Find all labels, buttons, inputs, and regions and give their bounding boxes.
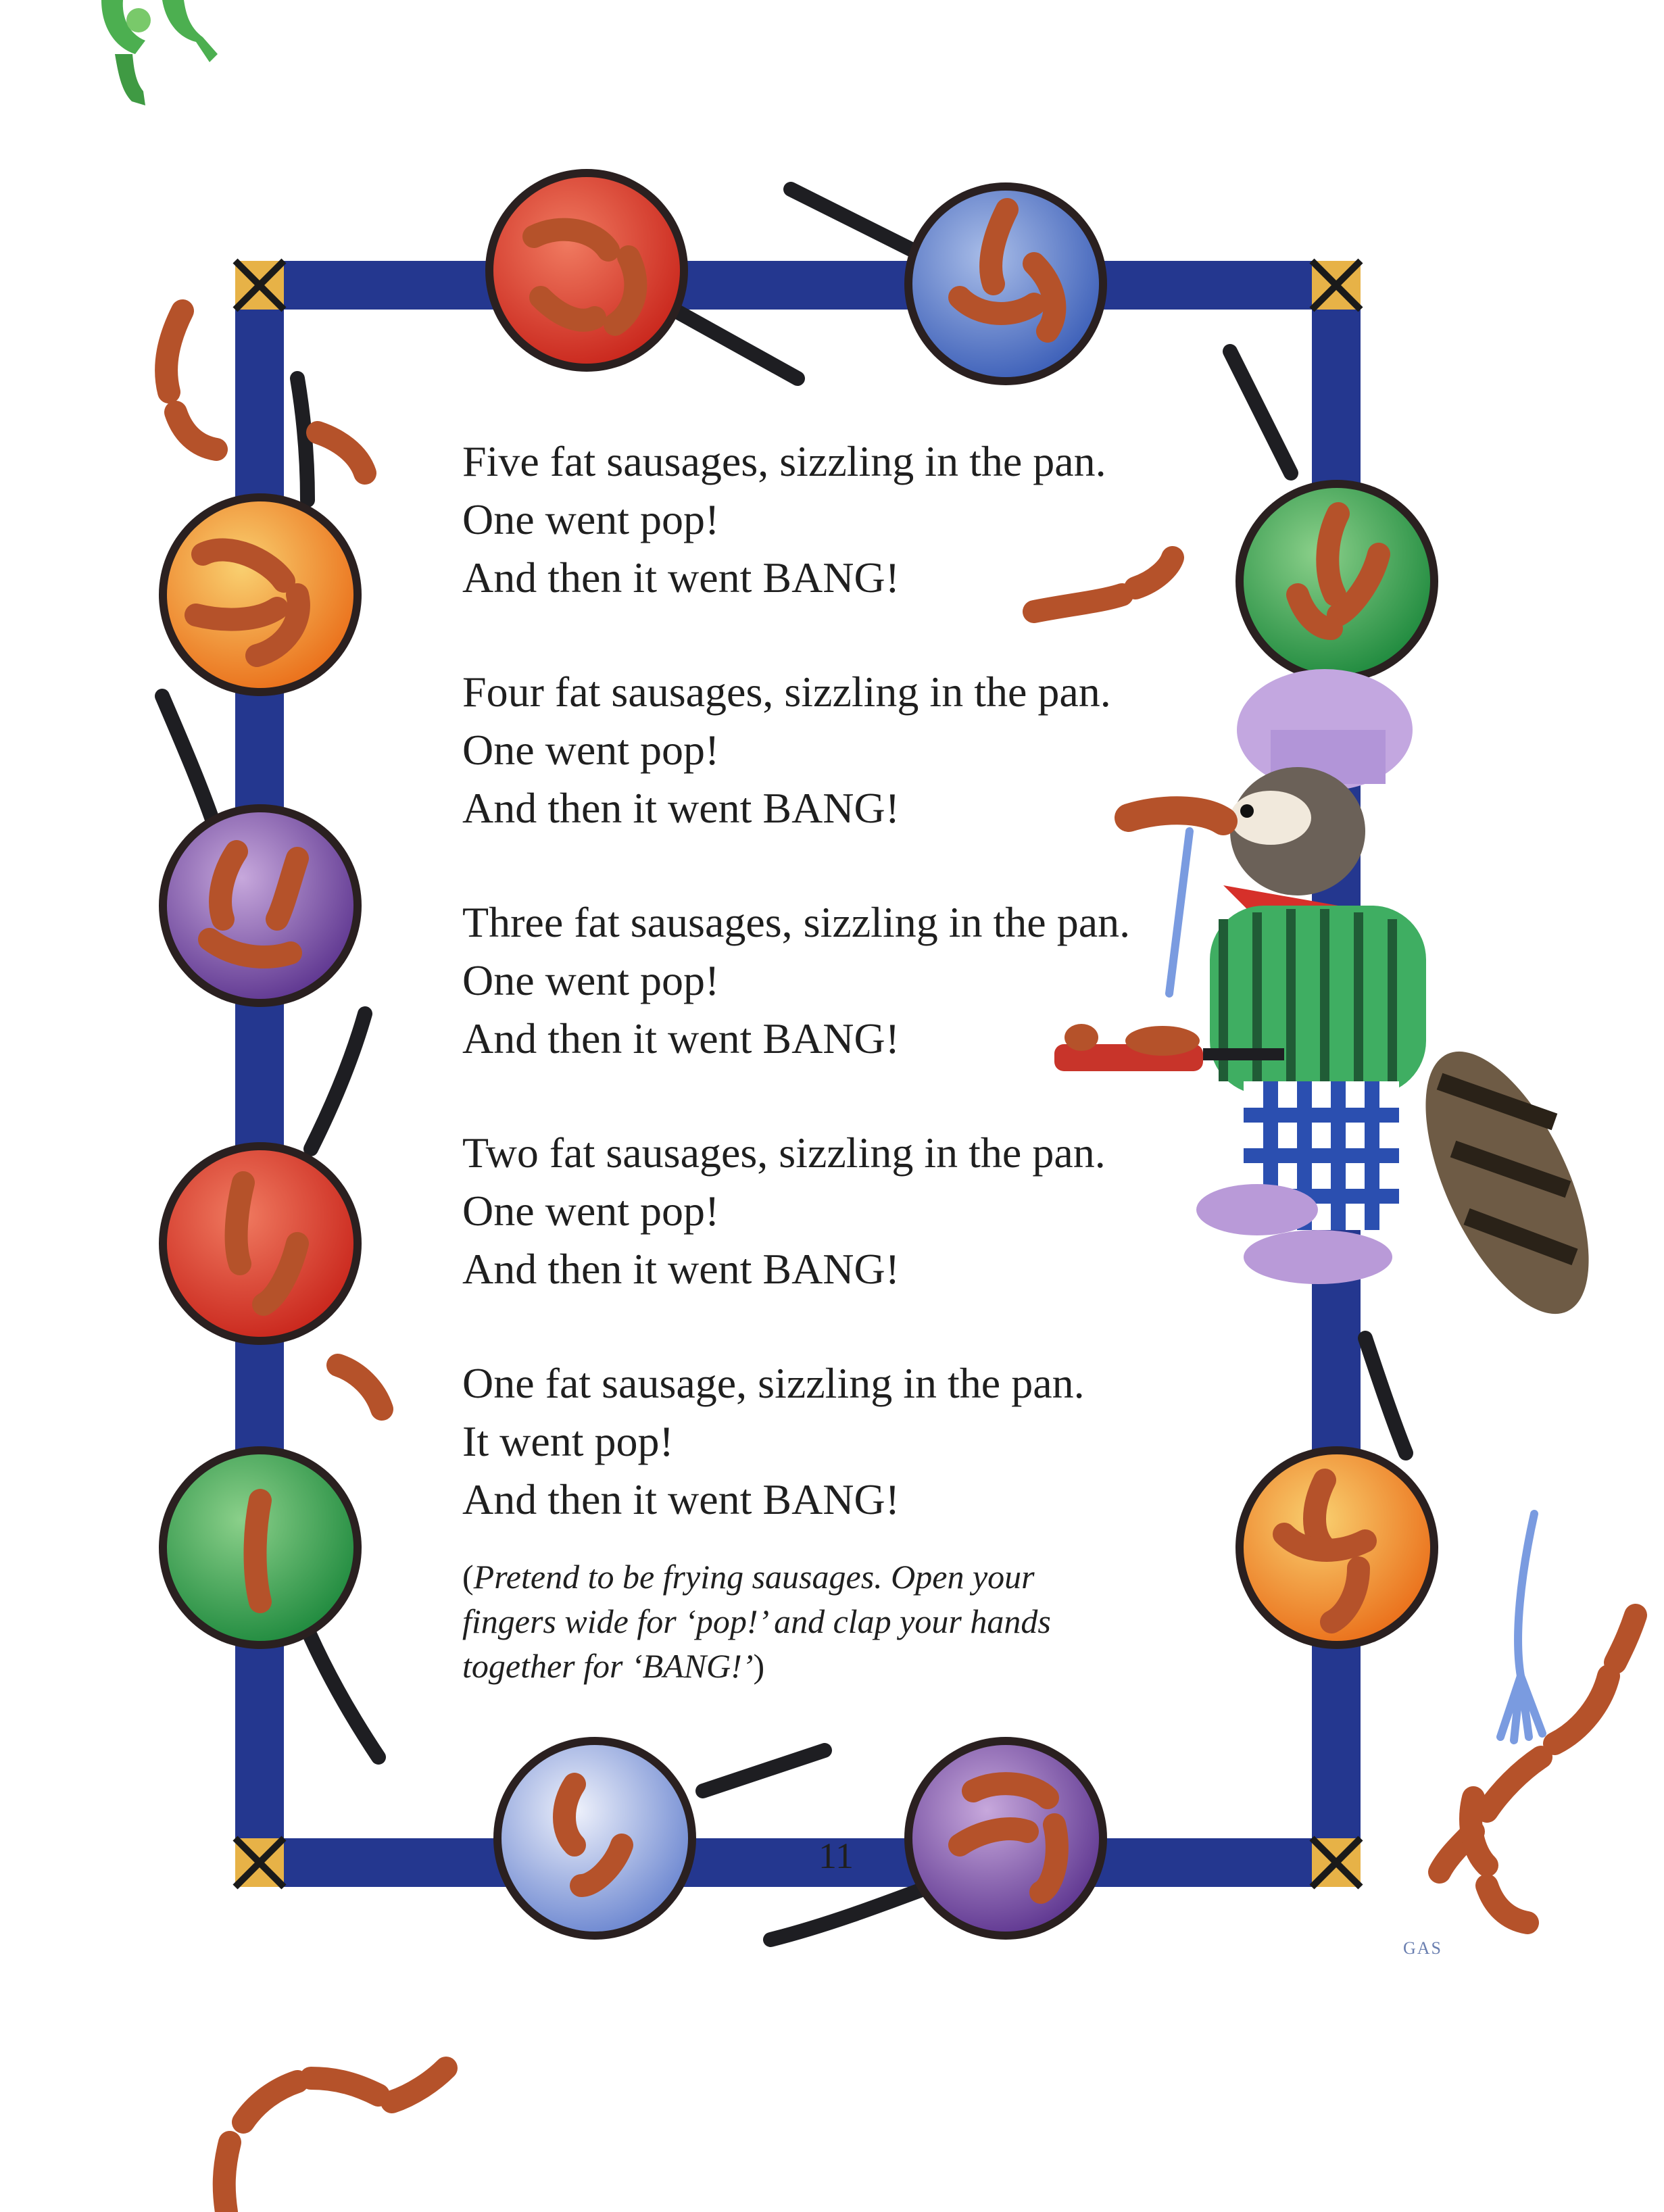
close-paren: ) (753, 1647, 765, 1685)
fork-icon (1496, 1510, 1546, 1744)
open-paren: ( (462, 1558, 474, 1596)
poem-line: It went pop! (462, 1417, 674, 1465)
frying-pan (159, 371, 362, 696)
action-instructions: (Pretend to be frying sausages. Open you… (462, 1554, 1138, 1688)
frog (101, 0, 218, 105)
poem-line: And then it went BANG! (462, 1014, 900, 1062)
instruction-text: Pretend to be frying sausages. Open your (473, 1558, 1035, 1596)
instruction-text: together for ‘BANG!’ (462, 1647, 754, 1685)
poem-line: Three fat sausages, sizzling in the pan. (462, 898, 1131, 946)
stanza: Three fat sausages, sizzling in the pan.… (462, 893, 1179, 1068)
instruction-line: together for ‘BANG!’) (462, 1644, 1138, 1688)
page-number: 11 (818, 1836, 854, 1876)
poem-line: One went pop! (462, 1187, 720, 1235)
frame-corner (1309, 258, 1363, 312)
poem-line: Five fat sausages, sizzling in the pan. (462, 437, 1106, 485)
stanza: One fat sausage, sizzling in the pan. It… (462, 1354, 1179, 1529)
stanza: Four fat sausages, sizzling in the pan. … (462, 663, 1179, 837)
poem-line: Four fat sausages, sizzling in the pan. (462, 668, 1111, 716)
artist-signature: GAS (1403, 1938, 1443, 1958)
poem-line: One fat sausage, sizzling in the pan. (462, 1359, 1085, 1407)
instruction-line: (Pretend to be frying sausages. Open you… (462, 1554, 1138, 1599)
poem-line: And then it went BANG! (462, 784, 900, 832)
frame-corner (233, 1836, 287, 1890)
poem-line: And then it went BANG! (462, 554, 900, 601)
poem-line: One went pop! (462, 495, 720, 543)
frying-pan (1235, 1331, 1438, 1649)
frame-corner (233, 258, 287, 312)
frame-corner (1309, 1836, 1363, 1890)
poem: Five fat sausages, sizzling in the pan. … (462, 433, 1179, 1540)
frying-pan (763, 1737, 1107, 1947)
frying-pan (485, 169, 805, 386)
frying-pan (159, 1006, 372, 1345)
frying-pan (155, 689, 362, 1007)
poem-line: One went pop! (462, 726, 720, 774)
frying-pan (493, 1737, 832, 1940)
frying-pan (783, 182, 1107, 385)
poem-line: And then it went BANG! (462, 1245, 900, 1293)
frying-pan (159, 1446, 386, 1765)
sausage-link (155, 299, 1647, 2212)
stanza: Five fat sausages, sizzling in the pan. … (462, 433, 1179, 607)
chef-raccoon (1054, 669, 1589, 1314)
poem-line: And then it went BANG! (462, 1475, 900, 1523)
stanza: Two fat sausages, sizzling in the pan. O… (462, 1124, 1179, 1298)
poem-line: Two fat sausages, sizzling in the pan. (462, 1129, 1106, 1177)
instruction-line: fingers wide for ‘pop!’ and clap your ha… (462, 1602, 1051, 1640)
poem-line: One went pop! (462, 956, 720, 1004)
frying-pan (1223, 344, 1438, 683)
